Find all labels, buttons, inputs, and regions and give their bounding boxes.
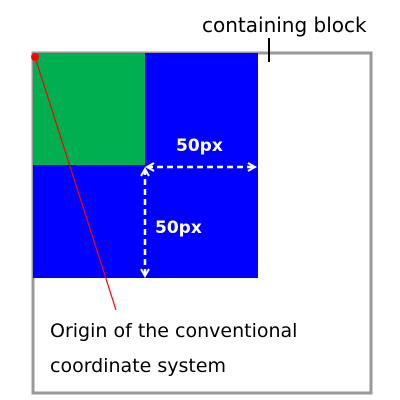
horizontal-offset-label: 50px xyxy=(176,136,223,156)
origin-label-line2: coordinate system xyxy=(50,355,226,377)
containing-block-label: containing block xyxy=(202,13,367,37)
origin-label-line1: Origin of the conventional xyxy=(50,320,297,342)
vertical-offset-label: 50px xyxy=(155,218,202,238)
green-box xyxy=(33,53,145,165)
origin-marker xyxy=(31,53,39,61)
origin-pointer-line xyxy=(34,56,117,311)
